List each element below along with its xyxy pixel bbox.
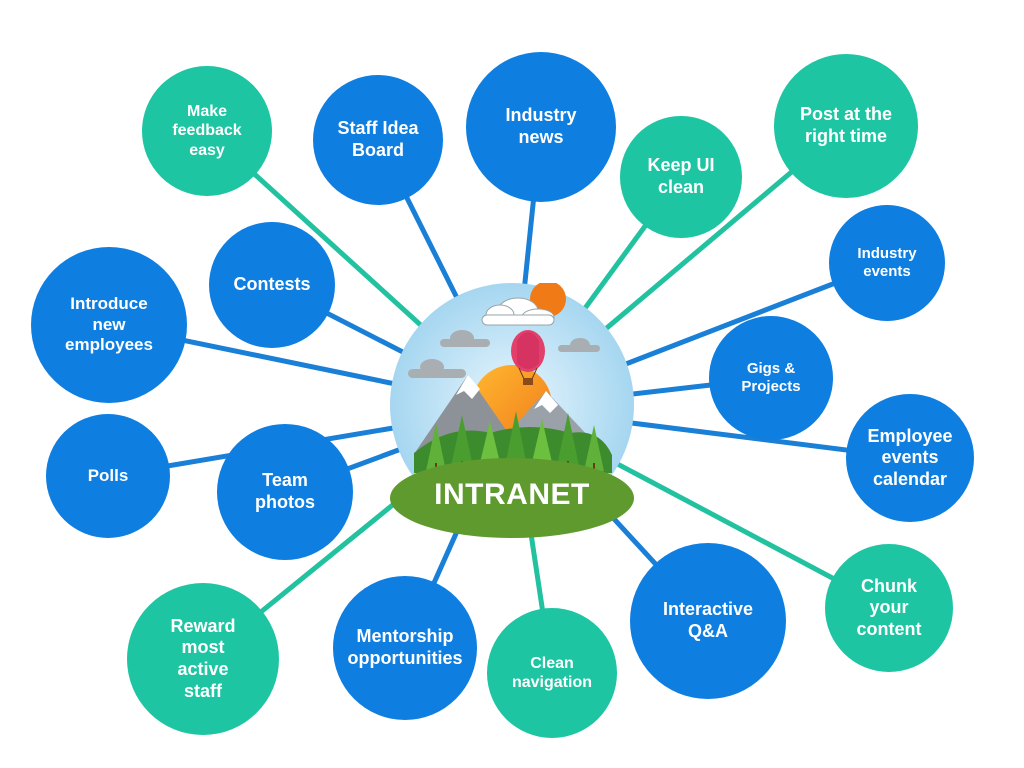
node-label: Clean navigation xyxy=(512,654,592,692)
node-staff-idea-board: Staff Idea Board xyxy=(313,75,443,205)
node-reward-most-active-staff: Reward most active staff xyxy=(127,583,279,735)
node-label: Gigs & Projects xyxy=(741,360,800,396)
node-introduce-new-employees: Introduce new employees xyxy=(31,247,187,403)
node-interactive-qa: Interactive Q&A xyxy=(630,543,786,699)
node-label: Contests xyxy=(233,274,310,296)
node-label: Staff Idea Board xyxy=(337,118,418,161)
node-label: Employee events calendar xyxy=(867,426,952,491)
node-mentorship-opportunities: Mentorship opportunities xyxy=(333,576,477,720)
node-label: Industry events xyxy=(857,245,916,281)
node-gigs-and-projects: Gigs & Projects xyxy=(709,316,833,440)
node-label: Reward most active staff xyxy=(170,616,235,702)
intranet-hub: INTRANET xyxy=(380,283,644,543)
node-keep-ui-clean: Keep UI clean xyxy=(620,116,742,238)
node-label: Post at the right time xyxy=(800,104,892,147)
node-make-feedback-easy: Make feedback easy xyxy=(142,66,272,196)
node-team-photos: Team photos xyxy=(217,424,353,560)
node-polls: Polls xyxy=(46,414,170,538)
node-label: Mentorship opportunities xyxy=(348,626,463,669)
node-label: Introduce new employees xyxy=(65,294,153,355)
node-clean-navigation: Clean navigation xyxy=(487,608,617,738)
node-label: Chunk your content xyxy=(857,576,922,641)
node-post-at-the-right-time: Post at the right time xyxy=(774,54,918,198)
node-label: Polls xyxy=(88,466,129,486)
node-contests: Contests xyxy=(209,222,335,348)
hub-label: INTRANET xyxy=(380,478,644,512)
node-employee-events-calendar: Employee events calendar xyxy=(846,394,974,522)
node-label: Make feedback easy xyxy=(172,102,241,160)
node-label: Industry news xyxy=(505,105,576,148)
node-label: Keep UI clean xyxy=(647,155,714,198)
node-industry-events: Industry events xyxy=(829,205,945,321)
node-industry-news: Industry news xyxy=(466,52,616,202)
node-label: Team photos xyxy=(255,470,315,513)
node-label: Interactive Q&A xyxy=(663,599,753,642)
node-chunk-your-content: Chunk your content xyxy=(825,544,953,672)
